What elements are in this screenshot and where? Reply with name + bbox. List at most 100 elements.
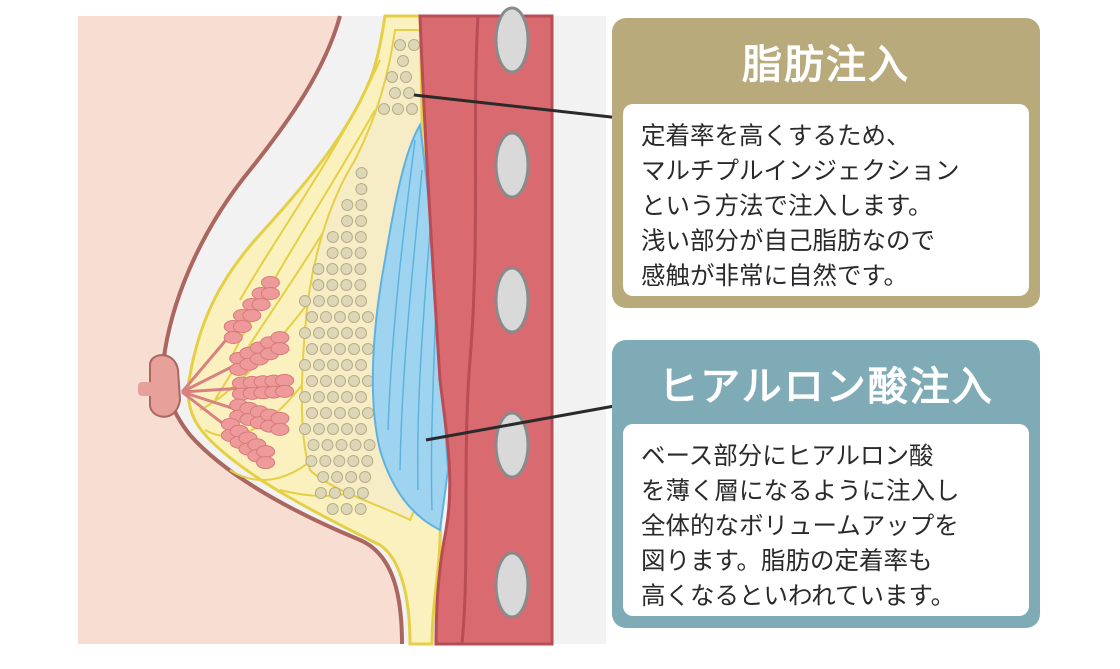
gland-lobule (270, 411, 290, 425)
gland-lobule (270, 342, 290, 356)
fat-cell (340, 503, 353, 515)
hyaluronic-striation (416, 229, 431, 491)
fat-cell (327, 391, 339, 403)
rib (494, 266, 530, 334)
fat-cell (334, 375, 346, 387)
fat-cell (320, 311, 332, 323)
fat-cells (299, 39, 420, 515)
gland-lobule (256, 456, 276, 470)
fat-cell (334, 311, 346, 323)
fat-cell (348, 343, 360, 355)
fat-cell (341, 295, 353, 307)
breast-skin (78, 16, 402, 644)
fat-cell (348, 407, 360, 419)
fat-cell (320, 375, 332, 387)
gland-lobule (270, 331, 290, 345)
fat-cell (361, 455, 374, 467)
hyaluronic-striation (387, 139, 416, 431)
fat-cell (354, 503, 367, 515)
hyaluronic-line-3: 全体的なボリュームアップを (641, 511, 959, 540)
gland-lobule (275, 384, 295, 398)
fat-cell (326, 279, 339, 291)
fat-cell (313, 359, 325, 371)
gland-lobule (275, 373, 295, 387)
gland-lobule (260, 276, 280, 289)
hyaluronic-injection-description: ベース部分にヒアルロン酸 を薄く層になるように注入し 全体的なボリュームアップを… (623, 424, 1029, 616)
gland-lobule (270, 422, 290, 436)
fat-cell (321, 439, 334, 451)
fat-cell (392, 103, 404, 115)
fat-cell (362, 311, 374, 323)
fat-cell (340, 247, 353, 259)
fat-cell (355, 183, 368, 195)
fat-cell (331, 471, 344, 483)
fat-cell (313, 295, 325, 307)
fat-cell (299, 391, 311, 403)
fat-cell (340, 279, 353, 291)
fat-cell (355, 295, 367, 307)
fat-cell (355, 359, 367, 371)
fat-cell (327, 423, 339, 435)
hyaluronic-line-1: ベース部分にヒアルロン酸 (641, 441, 934, 470)
fat-cell (306, 343, 318, 355)
fat-cell (345, 471, 358, 483)
fat-injection-line-3: という方法で注入します。 (641, 191, 933, 220)
fat-cell (356, 487, 369, 499)
fat-cell (348, 375, 360, 387)
gland-lobule (260, 287, 280, 300)
fat-cell (354, 247, 367, 259)
fat-cell (354, 279, 367, 291)
fat-cell (359, 471, 372, 483)
fat-cell (406, 103, 418, 115)
fat-cell (355, 215, 368, 227)
fat-cell (362, 407, 374, 419)
fat-cell (313, 391, 325, 403)
fat-cell (327, 359, 339, 371)
fat-cell (347, 455, 360, 467)
fat-cell (355, 391, 367, 403)
mammary-glands (180, 276, 295, 470)
fat-cell (320, 343, 332, 355)
fat-cell (363, 439, 376, 451)
hyaluronic-line-2: を薄く層になるように注入し (641, 476, 960, 505)
fat-cell (355, 199, 368, 211)
fat-cell (335, 439, 348, 451)
fat-cell (341, 327, 353, 339)
fat-cell (355, 327, 367, 339)
fat-cell (354, 263, 367, 275)
rib (494, 131, 530, 199)
gland-lobule (256, 445, 276, 459)
fat-cell (326, 231, 339, 243)
fat-cell (306, 407, 318, 419)
fat-cell (341, 359, 353, 371)
fat-cell (327, 295, 339, 307)
fat-cell (314, 487, 327, 499)
gland-lobule (242, 309, 262, 322)
muscle-fiber-line (460, 15, 480, 645)
ribs (494, 6, 530, 619)
fat-cell (306, 311, 318, 323)
rib (494, 411, 530, 479)
rib (494, 6, 530, 74)
fat-cell (299, 359, 311, 371)
fat-cell (341, 199, 354, 211)
fat-cell (312, 279, 325, 291)
fat-cell (334, 407, 346, 419)
fat-cell (403, 87, 415, 99)
gland-lobule (232, 320, 252, 333)
fat-cell (362, 343, 374, 355)
fat-cell (320, 407, 332, 419)
hyaluronic-leader-line (425, 403, 621, 442)
fat-cell (348, 311, 360, 323)
fat-cell (319, 455, 332, 467)
fat-cell (397, 55, 409, 67)
hyaluronic-striation (399, 169, 423, 471)
fat-cell (349, 439, 362, 451)
fat-leader-line (413, 93, 621, 120)
fat-cell (340, 231, 353, 243)
hyaluronic-injection-title: ヒアルロン酸注入 (658, 364, 994, 410)
fat-cell (354, 231, 367, 243)
fat-cell (378, 103, 390, 115)
fat-injection-line-2: マルチプルインジェクション (641, 156, 960, 185)
